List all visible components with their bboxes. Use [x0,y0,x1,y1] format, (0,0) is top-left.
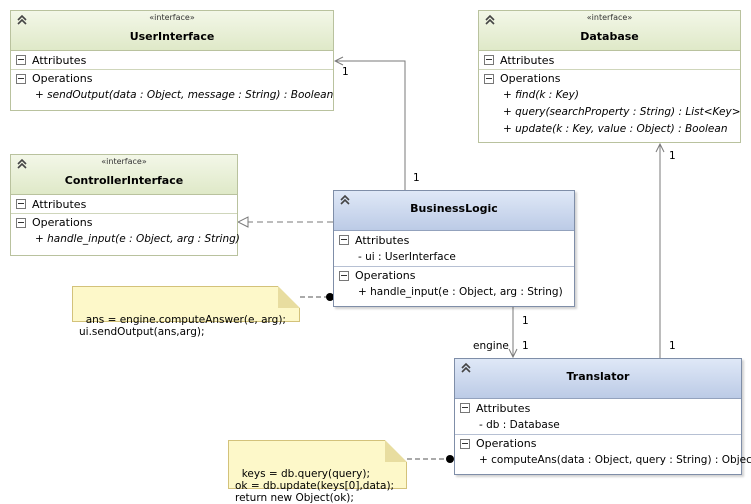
double-chevron-up-icon[interactable] [16,158,28,170]
multiplicity-label: 1 [669,150,676,162]
operations-compartment[interactable]: Operations [455,434,741,452]
class-name: UserInterface [129,30,215,43]
operation-item[interactable]: + handle_input(e : Object, arg : String) [358,286,563,298]
association-businesslogic-userinterface [335,61,406,190]
stereotype: «interface» [149,13,195,22]
class-header: Translator [455,359,741,399]
note-text: ans = engine.computeAnswer(e, arg); ui.s… [79,314,286,338]
attributes-compartment[interactable]: Attributes [455,399,741,417]
class-name: ControllerInterface [64,174,184,187]
class-translator[interactable]: Translator Attributes - db : Database Op… [454,358,751,475]
note-translator[interactable]: keys = db.query(query); ok = db.update(k… [228,440,407,504]
class-name: Database [580,30,639,43]
operation-item[interactable]: + computeAns(data : Object, query : Stri… [479,454,751,466]
note-anchor-dot-businesslogic [326,293,334,301]
note-anchor-dot-translator [446,455,454,463]
multiplicity-label: 1 [522,315,529,327]
minus-box-icon[interactable] [16,55,26,65]
attributes-compartment[interactable]: Attributes [11,51,333,69]
class-userinterface[interactable]: «interface» UserInterface Attributes Ope… [10,10,334,111]
minus-box-icon[interactable] [484,73,494,84]
operations-compartment[interactable]: Operations [334,266,574,284]
multiplicity-label: 1 [413,172,420,184]
note-fold-corner [385,440,407,462]
double-chevron-up-icon[interactable] [484,14,496,26]
operation-item[interactable]: + find(k : Key) [503,89,579,101]
operation-item[interactable]: + sendOutput(data : Object, message : St… [35,89,334,101]
attributes-compartment[interactable]: Attributes [11,195,237,213]
double-chevron-up-icon[interactable] [339,194,351,206]
multiplicity-label: 1 [342,66,349,78]
operation-item[interactable]: + handle_input(e : Object, arg : String) [35,233,240,245]
operations-compartment[interactable]: Operations [479,69,740,87]
class-name: Translator [566,370,630,383]
minus-box-icon[interactable] [16,199,26,209]
operations-compartment[interactable]: Operations [11,69,333,87]
minus-box-icon[interactable] [16,73,26,84]
class-database[interactable]: «interface» Database Attributes Operatio… [478,10,741,143]
double-chevron-up-icon[interactable] [460,362,472,374]
attribute-item[interactable]: - db : Database [479,419,560,431]
multiplicity-label: 1 [669,340,676,352]
minus-box-icon[interactable] [484,55,494,65]
double-chevron-up-icon[interactable] [16,14,28,26]
operation-item[interactable]: + update(k : Key, value : Object) : Bool… [503,123,728,135]
stereotype: «interface» [586,13,633,22]
note-fold-corner [278,286,300,308]
minus-box-icon[interactable] [16,217,26,228]
operations-compartment[interactable]: Operations [11,213,237,231]
role-label: engine [473,340,509,352]
class-businesslogic[interactable]: BusinessLogic Attributes - ui : UserInte… [333,190,575,307]
stereotype: «interface» [101,157,147,166]
note-businesslogic[interactable]: ans = engine.computeAnswer(e, arg); ui.s… [72,286,300,338]
class-header: «interface» ControllerInterface [11,155,237,195]
class-header: «interface» Database [479,11,740,51]
operation-item[interactable]: + query(searchProperty : String) : List<… [503,106,741,118]
minus-box-icon[interactable] [339,270,349,281]
class-controllerinterface[interactable]: «interface» ControllerInterface Attribut… [10,154,240,256]
attribute-item[interactable]: - ui : UserInterface [358,251,456,263]
class-name: BusinessLogic [410,202,498,215]
multiplicity-label: 1 [522,340,529,352]
attributes-compartment[interactable]: Attributes [479,51,740,69]
attributes-compartment[interactable]: Attributes [334,231,574,249]
minus-box-icon[interactable] [460,438,470,449]
minus-box-icon[interactable] [460,403,470,413]
class-header: «interface» UserInterface [11,11,333,51]
minus-box-icon[interactable] [339,235,349,245]
class-header: BusinessLogic [334,191,574,231]
